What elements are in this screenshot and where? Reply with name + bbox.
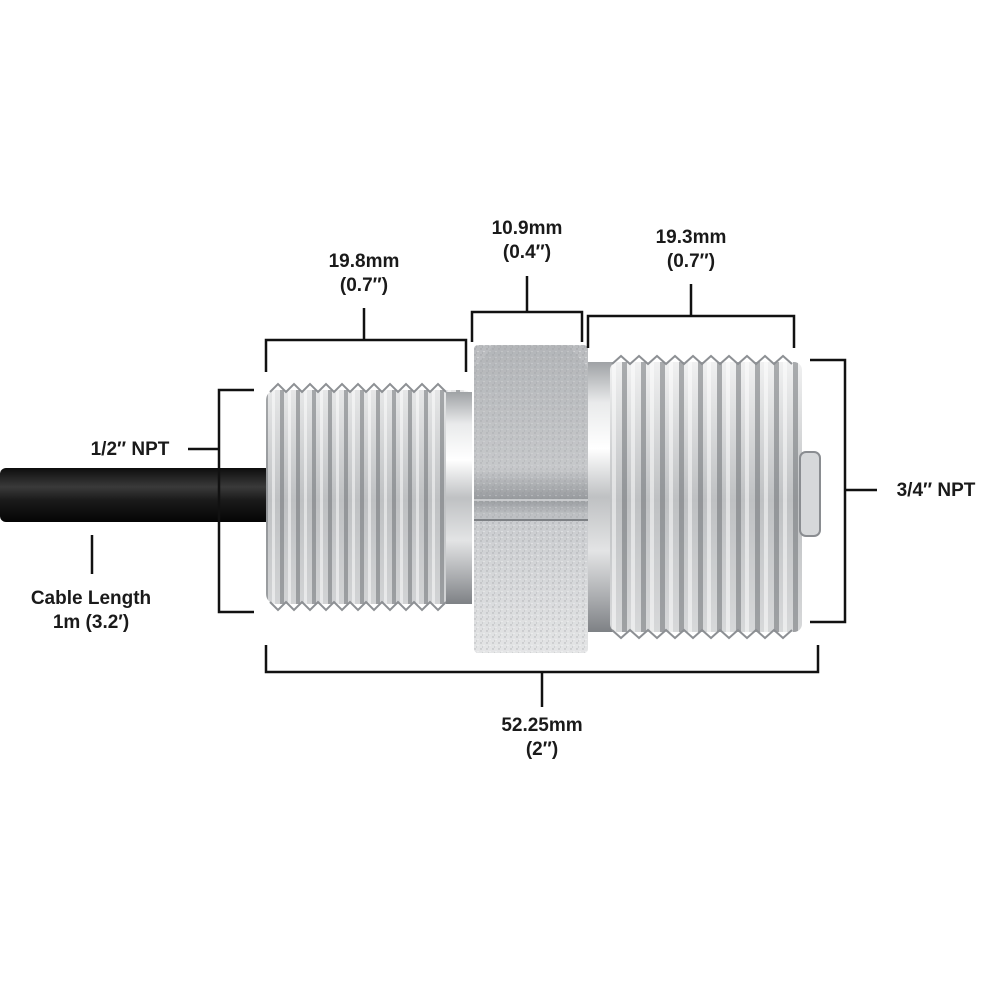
left-thread-body	[266, 382, 472, 612]
three-quarter-npt-text: 3/4″ NPT	[896, 480, 976, 501]
cable-length-label: Cable Length 1m (3.2′)	[31, 587, 151, 635]
bracket-left-thread	[264, 338, 468, 372]
right-neck	[588, 362, 614, 632]
half-npt-text: 1/2″ NPT	[90, 439, 170, 460]
hex-width-label: 10.9mm (0.4″)	[492, 217, 563, 265]
cable-length-value: 1m (3.2′)	[52, 612, 130, 633]
hex-width-imperial: (0.4″)	[502, 242, 552, 263]
hex-width-metric: 10.9mm	[491, 218, 563, 239]
overall-length-imperial: (2″)	[525, 739, 559, 760]
hex-nut	[474, 345, 588, 653]
right-thread-body	[610, 354, 821, 640]
cable	[0, 468, 285, 522]
left-thread-length-metric: 19.8mm	[328, 251, 400, 272]
right-thread-length-label: 19.3mm (0.7″)	[656, 226, 727, 274]
bracket-half-npt	[217, 388, 254, 614]
right-thread-length-metric: 19.3mm	[655, 227, 727, 248]
half-npt-label: 1/2″ NPT	[91, 438, 170, 462]
bracket-hex	[470, 310, 584, 342]
left-thread-length-imperial: (0.7″)	[339, 275, 389, 296]
three-quarter-npt-label: 3/4″ NPT	[897, 479, 976, 503]
cable-length-title: Cable Length	[30, 588, 152, 609]
overall-length-metric: 52.25mm	[501, 715, 583, 736]
dimension-lines	[90, 276, 877, 707]
left-thread-length-label: 19.8mm (0.7″)	[329, 250, 400, 298]
overall-length-label: 52.25mm (2″)	[501, 714, 582, 762]
bracket-right-thread	[586, 314, 796, 348]
right-thread-length-imperial: (0.7″)	[666, 251, 716, 272]
